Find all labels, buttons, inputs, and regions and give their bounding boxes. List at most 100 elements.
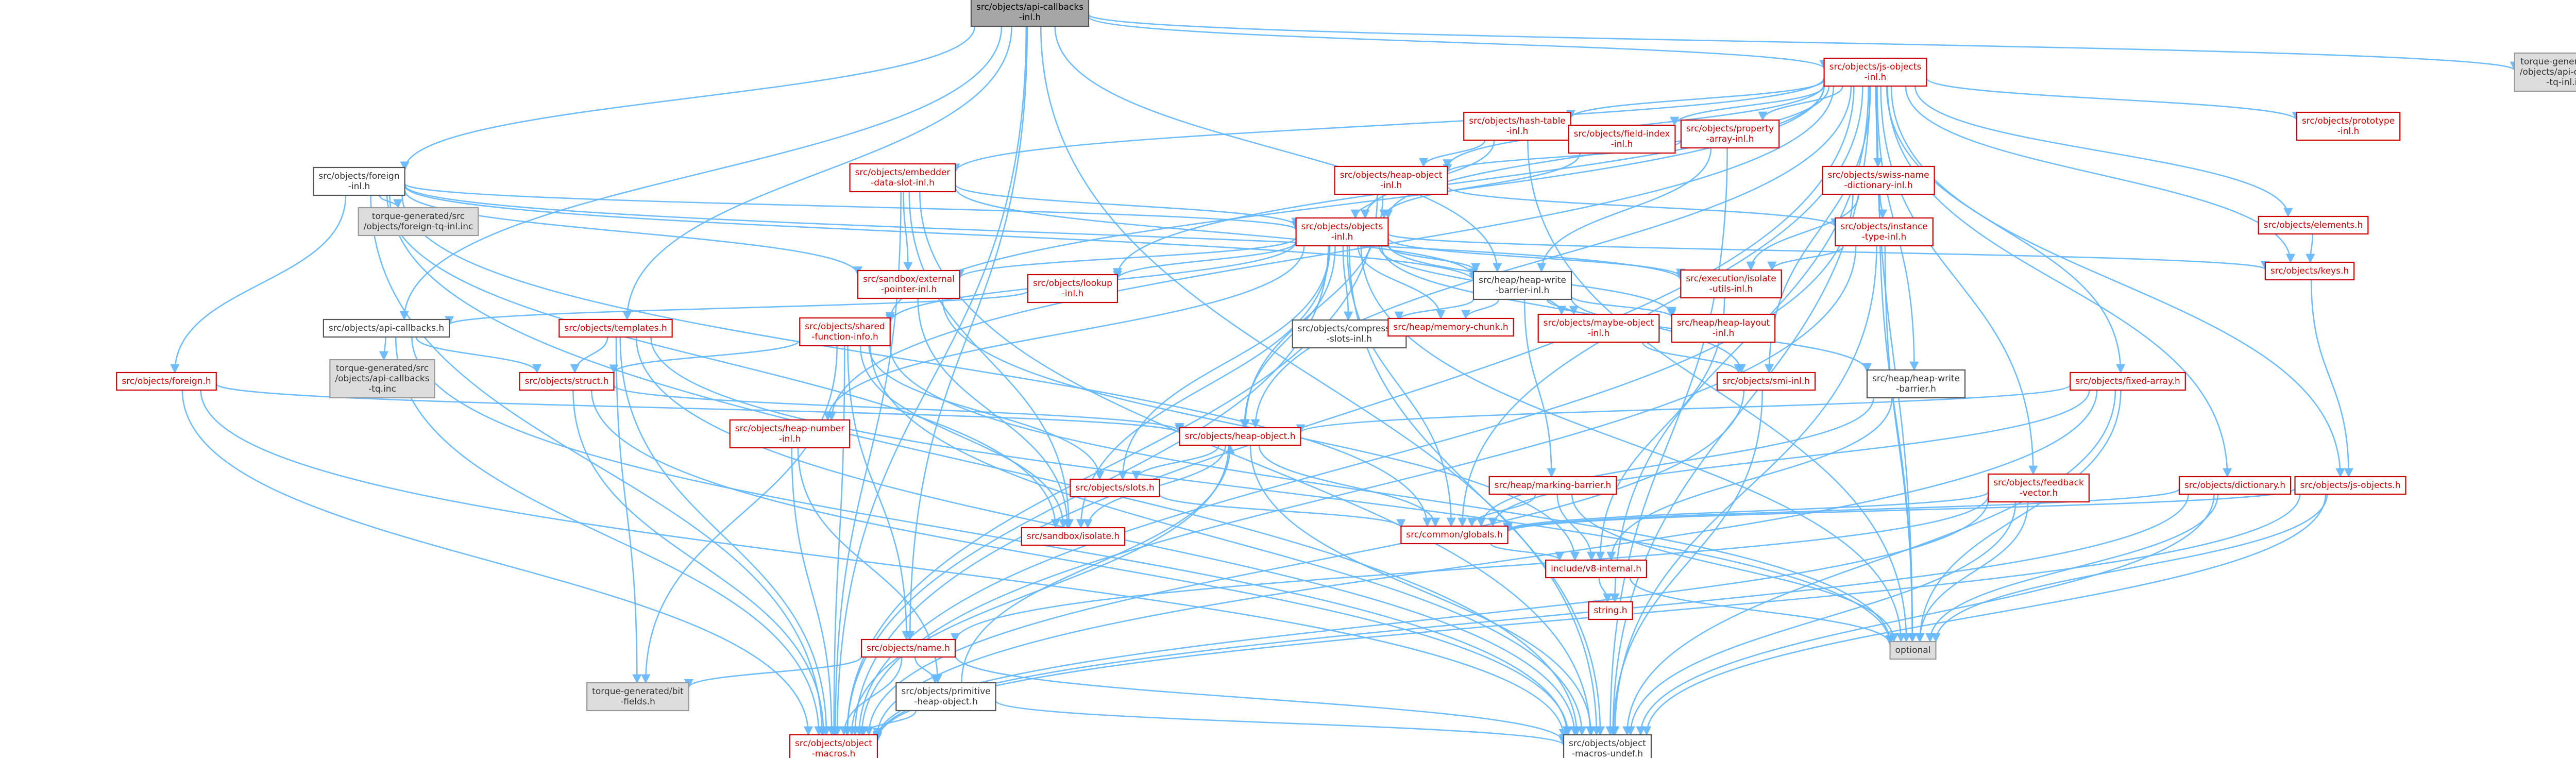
node-globals_h[interactable]: src/common/globals.h [1400, 525, 1509, 545]
node-box [1179, 427, 1301, 446]
node-embedder_data_slot_inl[interactable]: src/objects/embedder-data-slot-inl.h [849, 163, 956, 193]
node-string_h[interactable]: string.h [1588, 601, 1633, 620]
node-instance_type_inl[interactable]: src/objects/instance-type-inl.h [1835, 217, 1934, 247]
edge-foreign_h-to-heap_object_h [215, 383, 1184, 434]
node-maybe_object_inl[interactable]: src/objects/maybe-object-inl.h [1537, 313, 1660, 343]
node-fixed_array_h[interactable]: src/objects/fixed-array.h [2070, 372, 2186, 391]
edge-jsobjects_inl-to-fixed_array_h [1886, 86, 2126, 374]
node-box [1400, 525, 1509, 545]
edge-foreign_inl-to-isolate_h [386, 195, 1060, 529]
node-feedback_vector_h[interactable]: src/objects/feedback-vector.h [1988, 473, 2090, 503]
node-sandbox_external_pointer_inl[interactable]: src/sandbox/external-pointer-inl.h [857, 269, 960, 299]
node-smi_inl[interactable]: src/objects/smi-inl.h [1716, 372, 1816, 391]
node-label-line: src/objects/api-callbacks [976, 2, 1083, 12]
node-shared_function_info_h[interactable]: src/objects/shared-function-info.h [799, 317, 891, 347]
edge-fixed_array_h-to-optional [1915, 390, 2122, 643]
node-property_array_inl[interactable]: src/objects/property-array-inl.h [1680, 119, 1780, 149]
node-memory_chunk_h[interactable]: src/heap/memory-chunk.h [1387, 317, 1514, 337]
node-compressed_slots_inl: src/objects/compressed-slots-inl.h [1292, 319, 1407, 349]
edge-heap_write_barrier_h-to-v8_internal_h [1606, 397, 1893, 561]
node-heap_object_inl[interactable]: src/objects/heap-object-inl.h [1334, 165, 1448, 195]
edge-property_array_inl-to-heap_write_barrier_inl [1536, 147, 1712, 273]
edge-dictionary_h-to-globals_h [1503, 488, 2180, 533]
node-v8_internal_h[interactable]: include/v8-internal.h [1545, 559, 1647, 579]
node-label-line: src/objects/swiss-name [1827, 170, 1929, 180]
node-heap_write_barrier_inl: src/heap/heap-write-barrier-inl.h [1472, 271, 1572, 300]
node-label-line: torque-generated/bit [592, 686, 684, 697]
node-tq_api_callbacks_tq: torque-generated/src/objects/api-callbac… [329, 359, 435, 399]
node-heap_layout_inl[interactable]: src/heap/heap-layout-inl.h [1671, 313, 1776, 343]
node-jsobjects_inl[interactable]: src/objects/js-objects-inl.h [1823, 57, 1927, 87]
node-objects_inl[interactable]: src/objects/objects-inl.h [1295, 217, 1389, 247]
edge-jsobjects_inl-to-elements_h [1914, 86, 2293, 217]
node-name_h[interactable]: src/objects/name.h [860, 638, 956, 658]
node-box [789, 734, 878, 758]
node-label-line: -inl.h [1713, 328, 1735, 339]
edge-swiss_name_dict_inl-to-object_macros [854, 194, 1854, 736]
node-api_callbacks_h: src/objects/api-callbacks.h [323, 318, 450, 338]
node-label-line: src/objects/struct.h [525, 376, 609, 386]
node-label-line: -inl.h [1506, 126, 1529, 137]
node-js_objects_h[interactable]: src/objects/js-objects.h [2294, 476, 2406, 495]
edge-smi_inl-to-object_macros [864, 390, 1745, 736]
node-label-line: src/objects/slots.h [1075, 483, 1154, 493]
node-foreign_inl: src/objects/foreign-inl.h [313, 166, 405, 196]
node-label-line: optional [1895, 645, 1931, 655]
edge-root-to-object_macros [833, 26, 1027, 736]
edge-jsobjects_inl-to-embedder_data_slot_inl [951, 77, 1825, 173]
edge-swiss_name_dict_inl-to-isolate_utils_inl [1746, 194, 1859, 271]
node-label-line: -inl.h [779, 434, 801, 444]
node-marking_barrier_h[interactable]: src/heap/marking-barrier.h [1488, 476, 1617, 495]
node-object_macros_undef: src/objects/object-macros-undef.h [1563, 734, 1652, 758]
node-swiss_name_dict_inl[interactable]: src/objects/swiss-name-dictionary-inl.h [1822, 165, 1935, 195]
edge-feedback_vector_h-to-name_h [951, 495, 1989, 643]
node-field_index_inl[interactable]: src/objects/field-index-inl.h [1568, 124, 1676, 154]
node-label-line: src/objects/api-callbacks.h [329, 323, 444, 333]
node-label-line: src/objects/hash-table [1469, 116, 1566, 126]
node-box [1387, 317, 1514, 337]
node-isolate_h[interactable]: src/sandbox/isolate.h [1021, 527, 1126, 546]
edge-fixed_array_h-to-heap_object_h [1296, 384, 2071, 434]
edge-heap_object_inl-to-instance_type_inl [1447, 186, 1840, 228]
node-hash_table_inl[interactable]: src/objects/hash-table-inl.h [1463, 111, 1571, 141]
edge-heap_object_h-to-slots_h [1131, 445, 1219, 480]
node-label-line: src/objects/property [1686, 124, 1774, 134]
edge-objects_inl-to-compressed_slots_inl [1342, 245, 1353, 321]
node-box [1835, 217, 1934, 247]
node-label-line: src/objects/maybe-object [1544, 318, 1654, 328]
node-object_macros[interactable]: src/objects/object-macros.h [789, 734, 878, 758]
node-label-line: src/objects/lookup [1033, 278, 1112, 289]
node-heap_object_h[interactable]: src/objects/heap-object.h [1179, 427, 1301, 446]
file-nodes: src/objects/api-callbacks-inl.hsrc/objec… [116, 0, 2576, 758]
edge-fixed_array_h-to-object_macros [873, 390, 2098, 737]
node-prototype_inl[interactable]: src/objects/prototype-inl.h [2296, 111, 2401, 141]
node-foreign_h[interactable]: src/objects/foreign.h [116, 372, 217, 391]
edge-foreign_inl-to-object_macros_undef [389, 195, 1582, 736]
node-elements_h[interactable]: src/objects/elements.h [2258, 215, 2369, 235]
node-isolate_utils_inl[interactable]: src/execution/isolate-utils-inl.h [1680, 269, 1782, 299]
node-keys_h[interactable]: src/objects/keys.h [2264, 261, 2355, 281]
edge-v8_internal_h-to-optional [1629, 577, 1895, 646]
node-label-line: torque-generated/src [2520, 57, 2576, 67]
node-label-line: -fields.h [620, 697, 655, 707]
edge-slots_h-to-globals_h [1159, 494, 1406, 529]
edge-v8_internal_h-to-string_h [1598, 577, 1613, 603]
edge-templates_h-to-struct_h [570, 336, 608, 374]
edge-root-to-heap_write_barrier_inl [1054, 26, 1502, 273]
node-heap_number_inl[interactable]: src/objects/heap-number-inl.h [729, 419, 851, 449]
edge-shared_function_info_h-to-object_macros_undef [870, 345, 1587, 736]
edge-hash_table_inl-to-heap_object_inl [1418, 140, 1486, 167]
node-box [1680, 269, 1782, 299]
node-label-line: -heap-object.h [914, 697, 978, 707]
node-label-line: src/sandbox/external [863, 274, 955, 284]
edge-jsobjects_inl-to-prototype_inl [1926, 77, 2301, 122]
edge-foreign_inl-to-sandbox_external_pointer_inl [404, 190, 863, 276]
node-slots_h[interactable]: src/objects/slots.h [1070, 478, 1160, 498]
node-optional: optional [1889, 641, 1937, 660]
node-dictionary_h[interactable]: src/objects/dictionary.h [2178, 476, 2292, 495]
edge-heap_write_barrier_inl-to-heap_layout_inl [1570, 295, 1676, 318]
node-box [1334, 165, 1448, 195]
node-struct_h[interactable]: src/objects/struct.h [519, 372, 615, 391]
node-templates_h[interactable]: src/objects/templates.h [558, 318, 673, 338]
node-lookup_inl[interactable]: src/objects/lookup-inl.h [1027, 274, 1118, 304]
